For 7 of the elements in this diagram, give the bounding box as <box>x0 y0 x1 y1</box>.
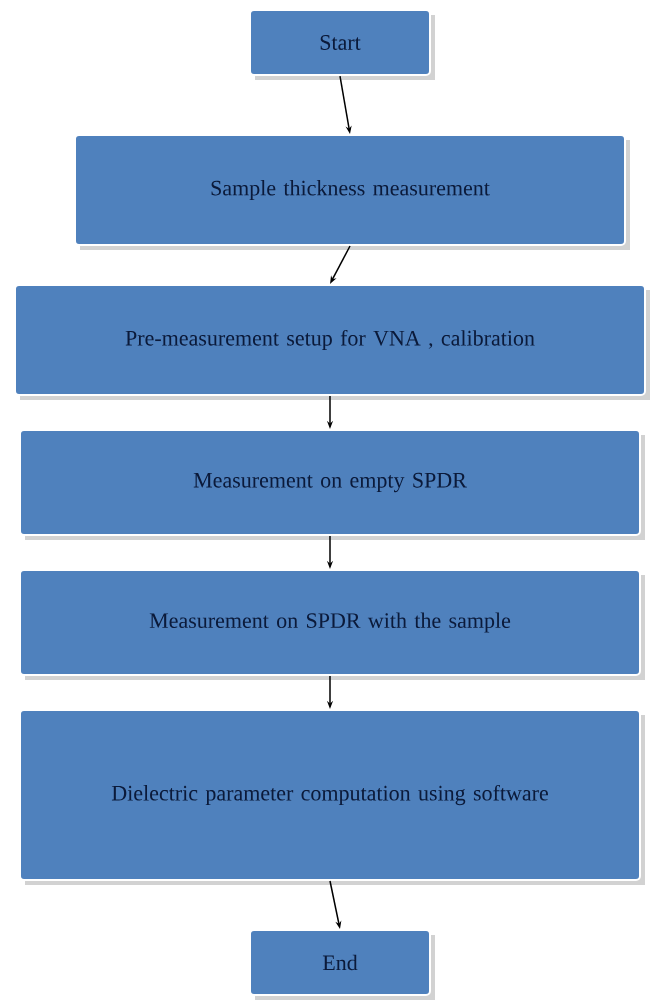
process-box: Measurement on empty SPDR <box>19 429 645 540</box>
process-box: Pre-measurement setup for VNA , calibration <box>14 284 650 400</box>
process-box: Sample thickness measurement <box>74 134 630 250</box>
process-box: Start <box>249 9 435 80</box>
process-box: Dielectric parameter computation using software <box>19 709 645 885</box>
process-box: Measurement on SPDR with the sample <box>19 569 645 680</box>
process-box: End <box>249 929 435 1000</box>
